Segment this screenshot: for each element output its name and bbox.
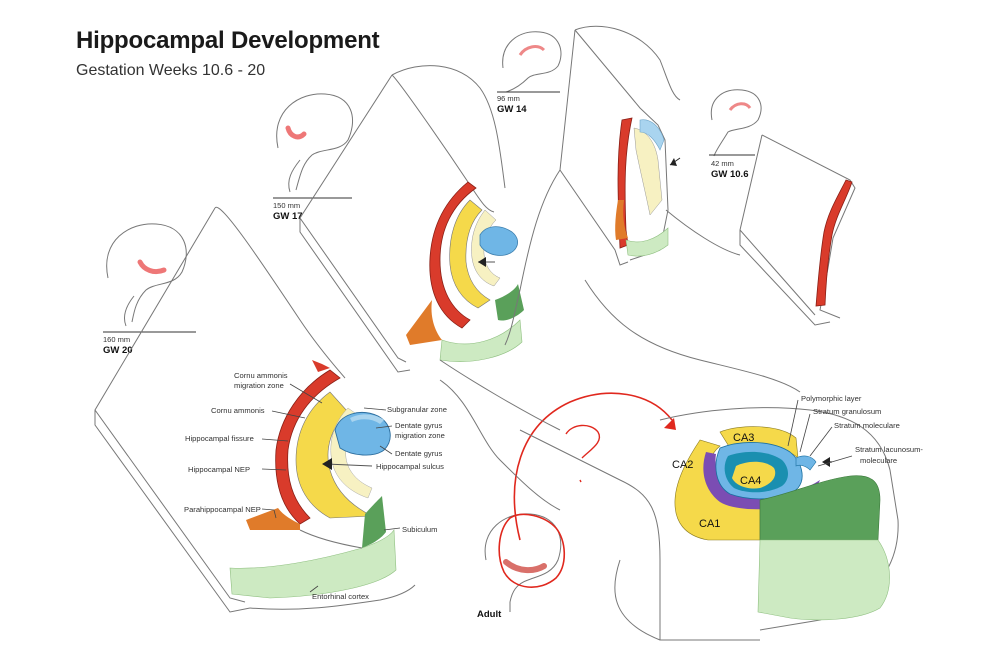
label-dentate-gyrus: Dentate gyrus bbox=[395, 449, 442, 458]
gw20-section bbox=[94, 206, 416, 613]
stage-gw17: 150 mm GW 17 bbox=[273, 74, 524, 373]
gw14-label: GW 14 bbox=[497, 104, 527, 115]
gw106-scale: 42 mm bbox=[711, 159, 734, 168]
label-ca3: CA3 bbox=[733, 432, 754, 444]
label-subiculum: Subiculum bbox=[402, 525, 437, 534]
gw14-scale: 96 mm bbox=[497, 94, 520, 103]
adult-label: Adult bbox=[477, 609, 502, 620]
gw20-scale: 160 mm bbox=[103, 335, 130, 344]
label-hippocampal-fissure: Hippocampal fissure bbox=[185, 434, 254, 443]
label-stratum-granulosum: Stratum granulosum bbox=[813, 407, 881, 416]
label-cornu-ammonis-migration-zone-2: migration zone bbox=[234, 381, 284, 390]
gw106-brain-icon bbox=[710, 89, 762, 157]
label-stratum-moleculare: Stratum moleculare bbox=[834, 421, 900, 430]
stage-gw106: 42 mm GW 10.6 bbox=[709, 89, 856, 326]
gw17-brain-icon bbox=[276, 93, 353, 193]
red-zoom-arrow bbox=[498, 392, 676, 588]
label-dentate-gyrus-migration-zone-1: Dentate gyrus bbox=[395, 421, 442, 430]
gw17-scale: 150 mm bbox=[273, 201, 300, 210]
label-subgranular-zone: Subgranular zone bbox=[387, 405, 447, 414]
connector-lines bbox=[391, 25, 801, 641]
adult-section bbox=[439, 359, 899, 640]
gw14-section bbox=[559, 29, 681, 266]
page-title: Hippocampal Development bbox=[76, 27, 380, 54]
label-dentate-gyrus-migration-zone-2: migration zone bbox=[395, 431, 445, 440]
label-hippocampal-sulcus: Hippocampal sulcus bbox=[376, 462, 444, 471]
adult-brain-icon bbox=[484, 513, 562, 612]
gw17-label: GW 17 bbox=[273, 211, 303, 222]
gw17-section bbox=[299, 74, 524, 373]
label-ca1: CA1 bbox=[699, 518, 720, 530]
gw106-section bbox=[739, 134, 856, 326]
label-cornu-ammonis: Cornu ammonis bbox=[211, 406, 265, 415]
page-subtitle: Gestation Weeks 10.6 - 20 bbox=[76, 62, 266, 79]
label-stratum-lacunosum-1: Stratum lacunosum- bbox=[855, 445, 923, 454]
label-ca2: CA2 bbox=[672, 459, 693, 471]
stage-gw14: 96 mm GW 14 bbox=[497, 29, 681, 266]
label-ca4: CA4 bbox=[740, 475, 761, 487]
stage-adult: Adult bbox=[439, 359, 923, 640]
label-stratum-lacunosum-2: moleculare bbox=[860, 456, 897, 465]
gw20-label: GW 20 bbox=[103, 345, 133, 356]
gw106-label: GW 10.6 bbox=[711, 169, 749, 180]
gw14-brain-icon bbox=[502, 31, 562, 93]
label-cornu-ammonis-migration-zone-1: Cornu ammonis bbox=[234, 371, 288, 380]
label-polymorphic-layer: Polymorphic layer bbox=[801, 394, 862, 403]
gw20-pointers bbox=[261, 383, 401, 593]
label-entorhinal-cortex: Entorhinal cortex bbox=[312, 592, 369, 601]
label-parahippocampal-nep: Parahippocampal NEP bbox=[184, 505, 261, 514]
stage-gw20: 160 mm GW 20 bbox=[94, 206, 447, 613]
gw20-brain-icon bbox=[106, 223, 187, 327]
adult-pointers bbox=[787, 399, 853, 467]
label-hippocampal-nep: Hippocampal NEP bbox=[188, 465, 250, 474]
